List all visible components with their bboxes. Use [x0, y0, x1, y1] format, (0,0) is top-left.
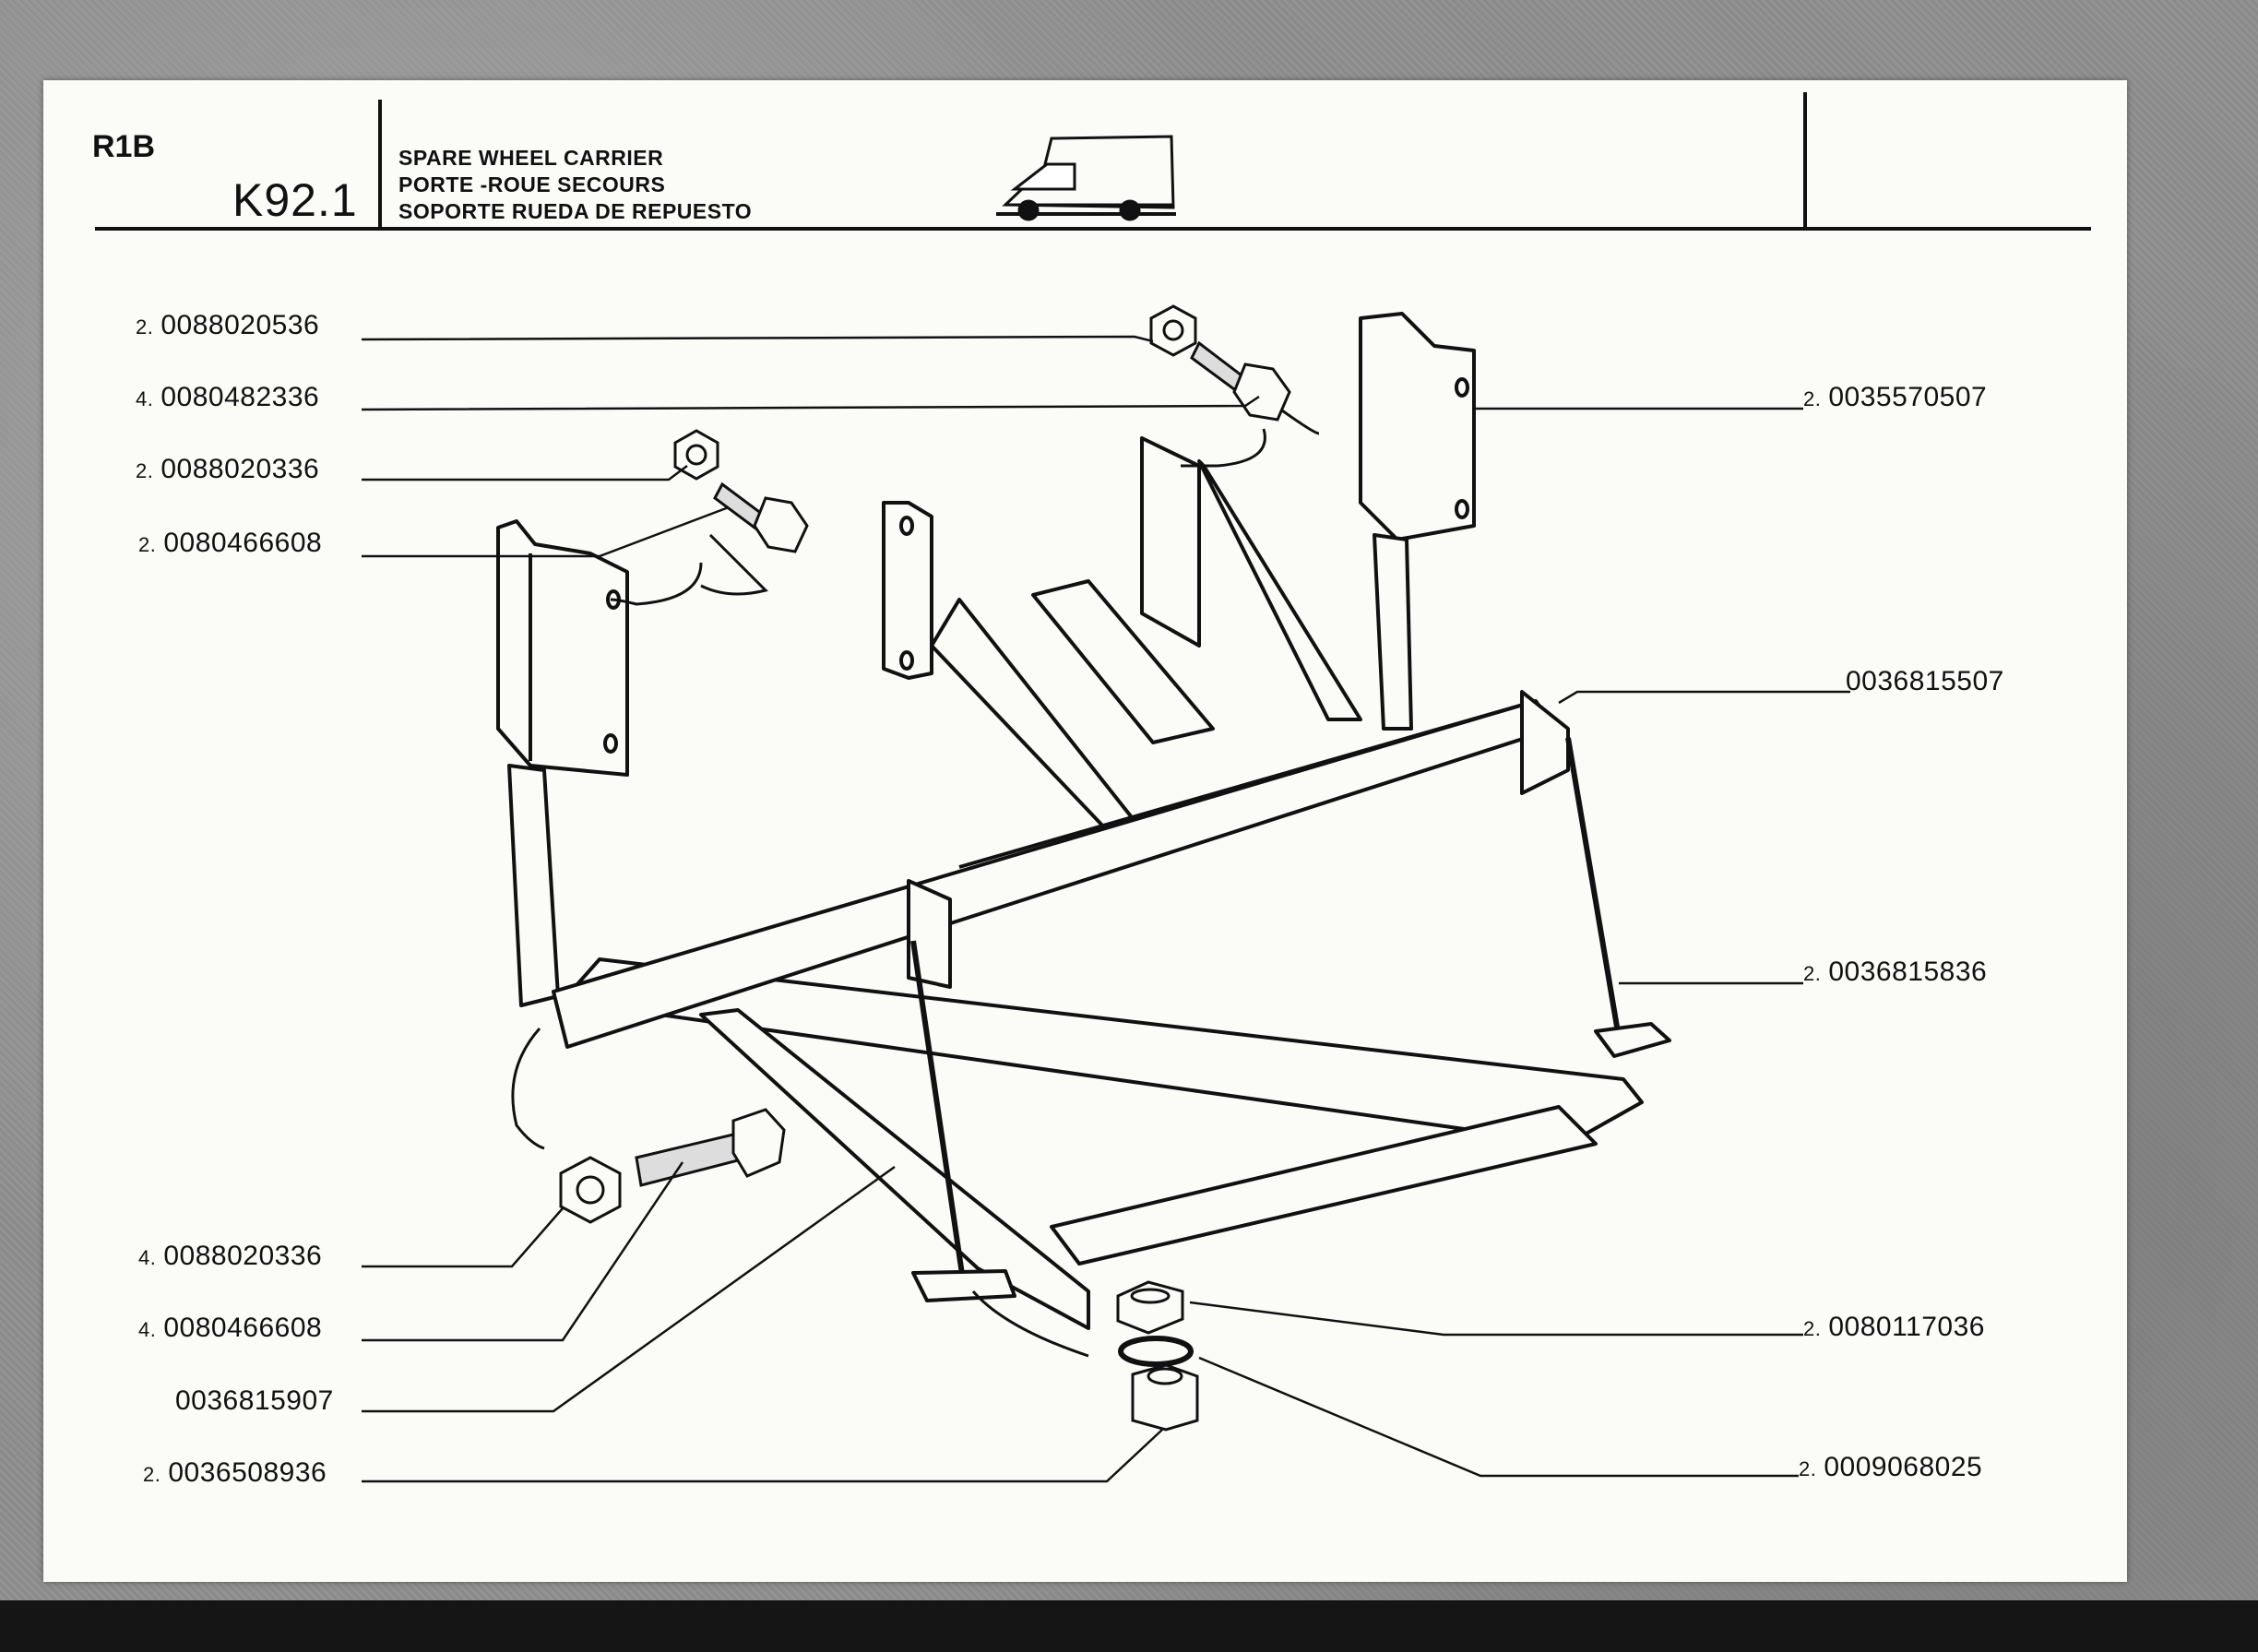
leader-0036815507 — [1558, 690, 1850, 705]
end-plate-left — [907, 879, 952, 989]
front-crossbar — [1050, 1105, 1598, 1266]
part-quantity: 4. — [138, 1246, 157, 1269]
hex-bolt-icon — [635, 1108, 786, 1187]
center-brace — [1031, 579, 1215, 744]
part-quantity: 2. — [1803, 1317, 1822, 1340]
leader-0088020536 — [361, 335, 1154, 343]
part-label: 2. 0036508936 — [143, 1457, 327, 1489]
part-label: 4. 0080466608 — [138, 1313, 322, 1344]
hex-bolt-icon — [1190, 340, 1291, 422]
washer-icon — [1118, 1336, 1194, 1367]
part-number: 0080466608 — [163, 1313, 323, 1343]
part-quantity: 2. — [1803, 962, 1822, 985]
section-code: R1B — [92, 129, 156, 164]
part-quantity: 2. — [1803, 387, 1822, 410]
part-label: 2. 0080117036 — [1803, 1312, 1985, 1343]
header-rule — [95, 227, 2091, 231]
part-number: 0080466608 — [163, 528, 323, 558]
fasteners — [559, 304, 1291, 1432]
diagonal-strut-right — [1197, 459, 1362, 721]
rod-foot-left — [911, 1269, 1016, 1302]
title-spanish: SOPORTE RUEDA DE REPUESTO — [398, 199, 753, 223]
part-quantity: 4. — [136, 387, 154, 410]
part-number: 0036815507 — [1846, 666, 2004, 696]
leader-0080466608-bottom — [362, 1161, 684, 1342]
leader-lines — [361, 335, 1850, 1483]
part-number: 0088020336 — [160, 454, 320, 484]
rod-foot-right — [1594, 1022, 1671, 1058]
part-quantity: 2. — [136, 459, 154, 482]
leader-0080117036 — [1189, 1301, 1803, 1337]
part-label: 2. 0080466608 — [138, 528, 322, 559]
lower-diagonal — [699, 1008, 1090, 1330]
leader-0009068025 — [1198, 1356, 1799, 1478]
rear-left-bracket — [882, 501, 933, 680]
part-label: 0036815907 — [168, 1385, 334, 1417]
leader-0080482336 — [361, 395, 1260, 411]
reference-code: K92.1 — [232, 174, 358, 226]
tie-rod-right — [1565, 737, 1622, 1039]
carrier-frame — [496, 312, 1671, 1330]
part-quantity: 2. — [1799, 1457, 1817, 1480]
rear-right-bracket — [1140, 436, 1201, 648]
part-label: 2.0088020536 — [136, 310, 319, 341]
tie-rod-left — [910, 940, 967, 1288]
header-divider-left — [378, 100, 382, 231]
part-number: 0080482336 — [160, 382, 320, 412]
part-quantity: 4. — [138, 1318, 157, 1341]
leader-0036815907 — [362, 1165, 896, 1413]
scan-bottom-edge — [0, 1600, 2258, 1652]
leader-0088020336-bottom — [362, 1207, 564, 1268]
part-quantity: 2. — [138, 533, 157, 556]
part-number: 0035570507 — [1828, 382, 1988, 412]
detail-arcs — [511, 409, 1320, 1358]
left-leg — [507, 764, 560, 1007]
part-number: 0036508936 — [168, 1457, 327, 1488]
title-english: SPARE WHEEL CARRIER — [398, 146, 664, 170]
leader-0088020336-top — [362, 465, 688, 481]
part-label: 2. 0088020336 — [136, 454, 319, 485]
part-label: 2. 0036815836 — [1803, 957, 1987, 988]
part-label: 2. 0035570507 — [1803, 382, 1987, 413]
hex-nut-icon — [673, 429, 719, 481]
part-number: 0036815836 — [1828, 957, 1988, 987]
part-number: 0080117036 — [1828, 1312, 1985, 1342]
part-number: 0088020336 — [163, 1241, 323, 1271]
right-leg — [1373, 533, 1413, 731]
part-label: 4. 0088020336 — [138, 1241, 322, 1272]
part-label: 4. 0080482336 — [136, 382, 319, 413]
part-number: 0088020536 — [160, 310, 320, 340]
title-french: PORTE -ROUE SECOURS — [398, 172, 666, 196]
leader-0080466608-top — [362, 505, 730, 558]
header-divider-right — [1803, 92, 1807, 231]
part-quantity: 2. — [143, 1463, 161, 1486]
hex-nut-icon — [1116, 1280, 1184, 1335]
hex-bolt-icon — [713, 481, 809, 553]
part-label: 0036815507 — [1838, 666, 2004, 697]
hex-nut-icon — [1131, 1363, 1199, 1432]
lower-crossbar — [561, 957, 1644, 1146]
leader-0036508936 — [362, 1429, 1163, 1483]
hex-nut-icon — [1149, 304, 1197, 357]
van-icon — [996, 135, 1176, 221]
part-number: 0009068025 — [1824, 1452, 1983, 1482]
part-quantity: 2. — [136, 315, 154, 339]
end-plate-right — [1520, 690, 1570, 795]
part-number: 0036815907 — [175, 1385, 334, 1416]
hex-nut-icon — [559, 1156, 622, 1224]
right-mount-bracket — [1359, 312, 1476, 541]
part-label: 2. 0009068025 — [1799, 1452, 1982, 1483]
